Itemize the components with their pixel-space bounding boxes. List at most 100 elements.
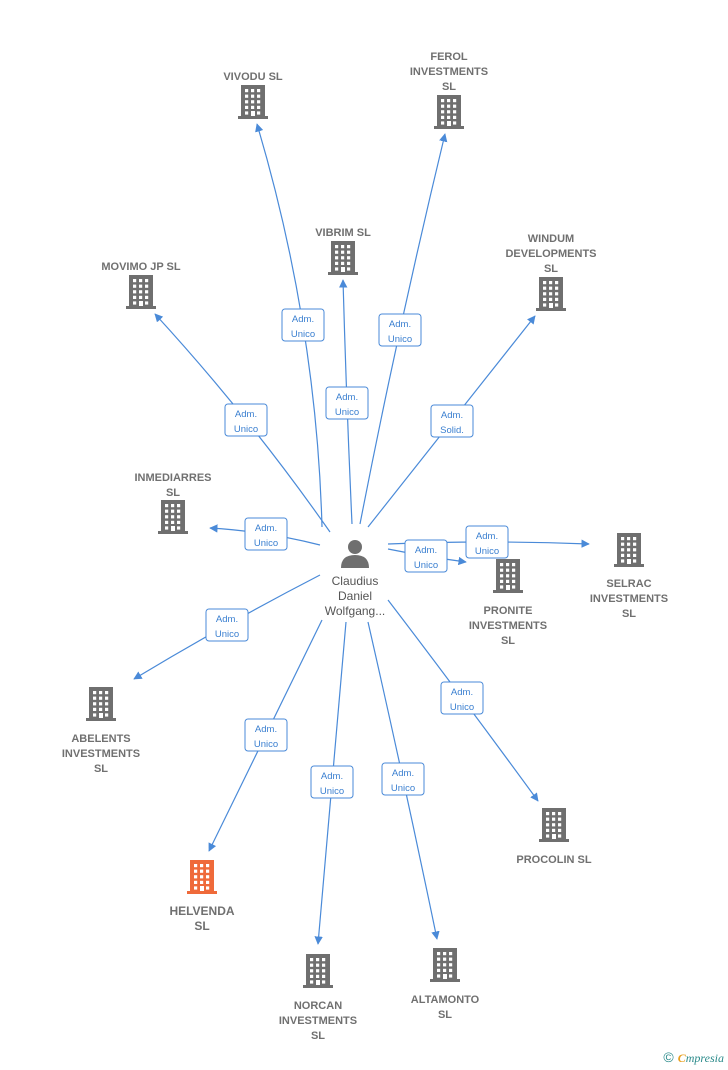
edge-label-text: Adm. <box>389 319 411 330</box>
company-name-line: INMEDIARRES <box>134 472 211 484</box>
building-icon <box>126 275 156 309</box>
company-name-line: WINDUM <box>528 233 574 245</box>
company-name-line: SL <box>438 1009 452 1021</box>
edge-label-inmediarres[interactable]: Adm. Unico <box>244 517 288 551</box>
edge-label-text: Adm. <box>292 314 314 325</box>
company-name-line: FEROL <box>430 51 468 63</box>
company-node-vivodu[interactable]: VIVODU SL <box>223 71 283 119</box>
edge-label-box <box>281 308 325 342</box>
edge-label-box <box>465 525 509 559</box>
building-icon <box>187 860 217 894</box>
edge-label-text: Unico <box>414 560 438 571</box>
person-node[interactable]: ClaudiusDanielWolfgang... <box>325 540 385 618</box>
company-name-line: INVESTMENTS <box>590 593 668 605</box>
company-name-line: HELVENDA <box>169 904 234 918</box>
edge-label-text: Unico <box>335 407 359 418</box>
edge-label-box <box>381 762 425 796</box>
edge-label-text: Unico <box>291 329 315 340</box>
building-icon <box>614 533 644 567</box>
edge-label-text: Unico <box>254 538 278 549</box>
company-name-line: ABELENTS <box>71 733 130 745</box>
company-name-line: PROCOLIN SL <box>516 854 591 866</box>
edge-label-box <box>430 404 474 438</box>
person-icon <box>341 540 369 568</box>
footer-brand: ©Cmpresia <box>663 1049 724 1066</box>
edge-label-box <box>404 539 448 573</box>
edge-label-ferol[interactable]: Adm.Unico <box>378 313 422 347</box>
edge-label-windum[interactable]: Adm.Solid. <box>430 404 474 438</box>
company-node-procolin[interactable]: PROCOLIN SL <box>516 808 592 866</box>
edge-label-text: Adm. <box>415 545 437 556</box>
company-name-line: SL <box>311 1030 325 1042</box>
company-name-line: MOVIMO JP SL <box>101 261 181 273</box>
edge-label-text: Adm. <box>451 687 473 698</box>
edges-layer <box>133 123 590 945</box>
edge-label-pronite[interactable]: Adm. Unico <box>404 539 448 573</box>
edge-label-box <box>310 765 354 799</box>
edge-label-text: Adm. <box>255 523 277 534</box>
building-icon <box>493 559 523 593</box>
edge-label-box <box>224 403 268 437</box>
nodes-layer: VIVODU SL FEROL INVESTMENTS SL VIBRIM SL MOVI… <box>62 51 668 1042</box>
company-name-line: DEVELOPMENTS <box>505 248 596 260</box>
brand-initial: C <box>677 1051 686 1065</box>
edge-label-text: Unico <box>234 424 258 435</box>
building-icon <box>238 85 268 119</box>
edge-label-norcan[interactable]: Adm.Unico <box>310 765 354 799</box>
building-icon <box>539 808 569 842</box>
building-icon <box>434 95 464 129</box>
edge-label-text: Unico <box>391 783 415 794</box>
edge-labels-layer: Adm.UnicoAdm.UnicoAdm.UnicoAdm.UnicoAdm.… <box>205 308 509 799</box>
person-name-line: Wolfgang... <box>325 604 385 618</box>
edge-label-text: Adm. <box>235 409 257 420</box>
edge-label-text: Unico <box>475 546 499 557</box>
edge-label-text: Adm. <box>336 392 358 403</box>
company-node-vibrim[interactable]: VIBRIM SL <box>315 227 371 275</box>
edge-label-box <box>244 718 288 752</box>
company-node-ferol[interactable]: FEROL INVESTMENTS SL <box>410 51 488 129</box>
edge-label-text: Unico <box>320 786 344 797</box>
building-icon <box>86 687 116 721</box>
company-node-movimo[interactable]: MOVIMO JP SL <box>101 261 181 309</box>
edge-label-box <box>205 608 249 642</box>
edge-label-abelents[interactable]: Adm.Unico <box>205 608 249 642</box>
company-name-line: INVESTMENTS <box>279 1015 357 1027</box>
building-icon <box>328 241 358 275</box>
building-icon <box>158 500 188 534</box>
company-name-line: INVESTMENTS <box>62 748 140 760</box>
edge-label-movimo[interactable]: Adm. Unico <box>224 403 268 437</box>
company-name-line: VIBRIM SL <box>315 227 371 239</box>
company-name-line: INVESTMENTS <box>410 66 488 78</box>
company-name-line: SL <box>544 263 558 275</box>
edge-label-vivodu[interactable]: Adm. Unico <box>281 308 325 342</box>
edge-label-box <box>440 681 484 715</box>
company-node-windum[interactable]: WINDUM DEVELOPMENTS SL <box>505 233 597 311</box>
edge-label-vibrim[interactable]: Adm. Unico <box>325 386 369 420</box>
edge-label-box <box>325 386 369 420</box>
person-name-line: Daniel <box>338 589 372 603</box>
company-name-line: SL <box>622 608 636 620</box>
edge-label-text: Unico <box>254 739 278 750</box>
company-name-line: PRONITE <box>484 605 533 617</box>
edge-label-selrac[interactable]: Adm. Unico <box>465 525 509 559</box>
edge-label-box <box>378 313 422 347</box>
edge-label-text: Adm. <box>476 531 498 542</box>
building-icon <box>536 277 566 311</box>
company-name-line: SL <box>442 81 456 93</box>
edge-label-helvenda[interactable]: Adm. Unico <box>244 718 288 752</box>
person-name-line: Claudius <box>332 574 379 588</box>
edge-label-text: Adm. <box>255 724 277 735</box>
edge-label-text: Adm. <box>216 614 238 625</box>
building-icon <box>430 948 460 982</box>
edge-label-box <box>244 517 288 551</box>
edge-label-altamonto[interactable]: Adm.Unico <box>381 762 425 796</box>
edge-label-procolin[interactable]: Adm.Unico <box>440 681 484 715</box>
